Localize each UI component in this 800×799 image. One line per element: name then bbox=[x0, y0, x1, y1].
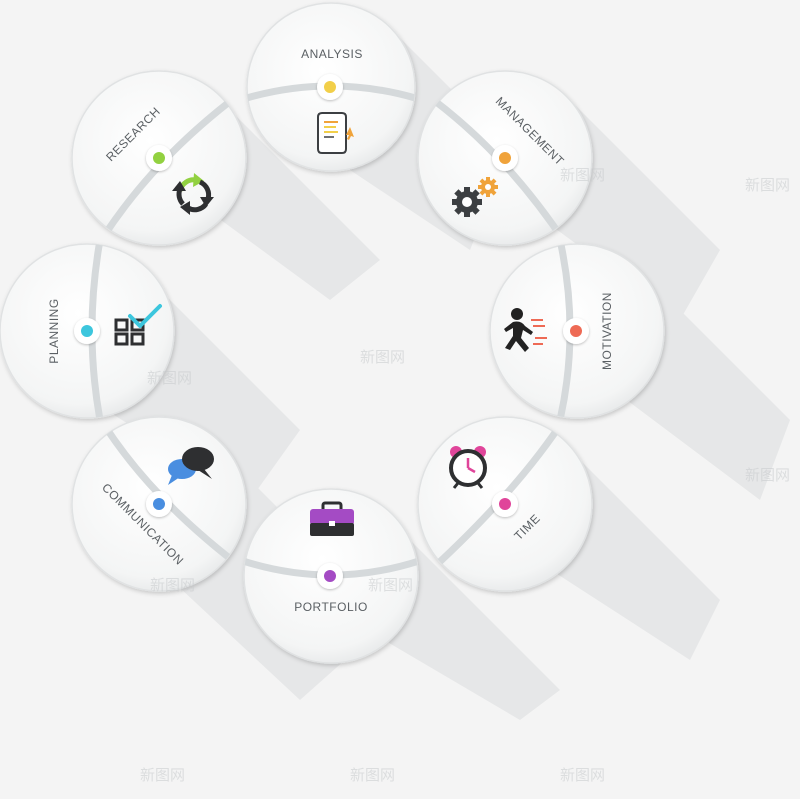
portfolio-label: PORTFOLIO bbox=[294, 600, 368, 614]
svg-text:新图网: 新图网 bbox=[350, 766, 395, 784]
svg-text:新图网: 新图网 bbox=[368, 576, 413, 594]
svg-text:新图网: 新图网 bbox=[560, 766, 605, 784]
speech-bubbles-icon bbox=[168, 447, 214, 485]
svg-text:新图网: 新图网 bbox=[560, 166, 605, 184]
briefcase-icon bbox=[310, 501, 354, 536]
portfolio-dot bbox=[317, 563, 343, 589]
analysis-label: ANALYSIS bbox=[301, 47, 363, 61]
planning-label: PLANNING bbox=[47, 298, 61, 363]
research-dot bbox=[146, 145, 172, 171]
running-man-icon bbox=[504, 308, 547, 352]
svg-text:新图网: 新图网 bbox=[147, 369, 192, 387]
motivation-dot bbox=[563, 318, 589, 344]
analysis-dot bbox=[317, 74, 343, 100]
management-dot bbox=[492, 145, 518, 171]
svg-text:新图网: 新图网 bbox=[140, 766, 185, 784]
watermark: 新图网 新图网 新图网 新图网 新图网 新图网 新图网 新图网 新图网 新图网 bbox=[140, 166, 790, 784]
recycle-arrows-icon bbox=[172, 173, 214, 215]
svg-text:新图网: 新图网 bbox=[150, 576, 195, 594]
connector-dots bbox=[74, 74, 589, 589]
gears-icon bbox=[452, 177, 498, 217]
planning-dot bbox=[74, 318, 100, 344]
communication-dot bbox=[146, 491, 172, 517]
document-scroll-icon bbox=[317, 112, 354, 154]
motivation-label: MOTIVATION bbox=[600, 292, 614, 370]
svg-text:新图网: 新图网 bbox=[745, 466, 790, 484]
alarm-clock-icon bbox=[449, 446, 487, 489]
checklist-grid-icon bbox=[114, 304, 162, 346]
time-dot bbox=[492, 491, 518, 517]
svg-text:新图网: 新图网 bbox=[360, 348, 405, 366]
svg-text:新图网: 新图网 bbox=[745, 176, 790, 194]
